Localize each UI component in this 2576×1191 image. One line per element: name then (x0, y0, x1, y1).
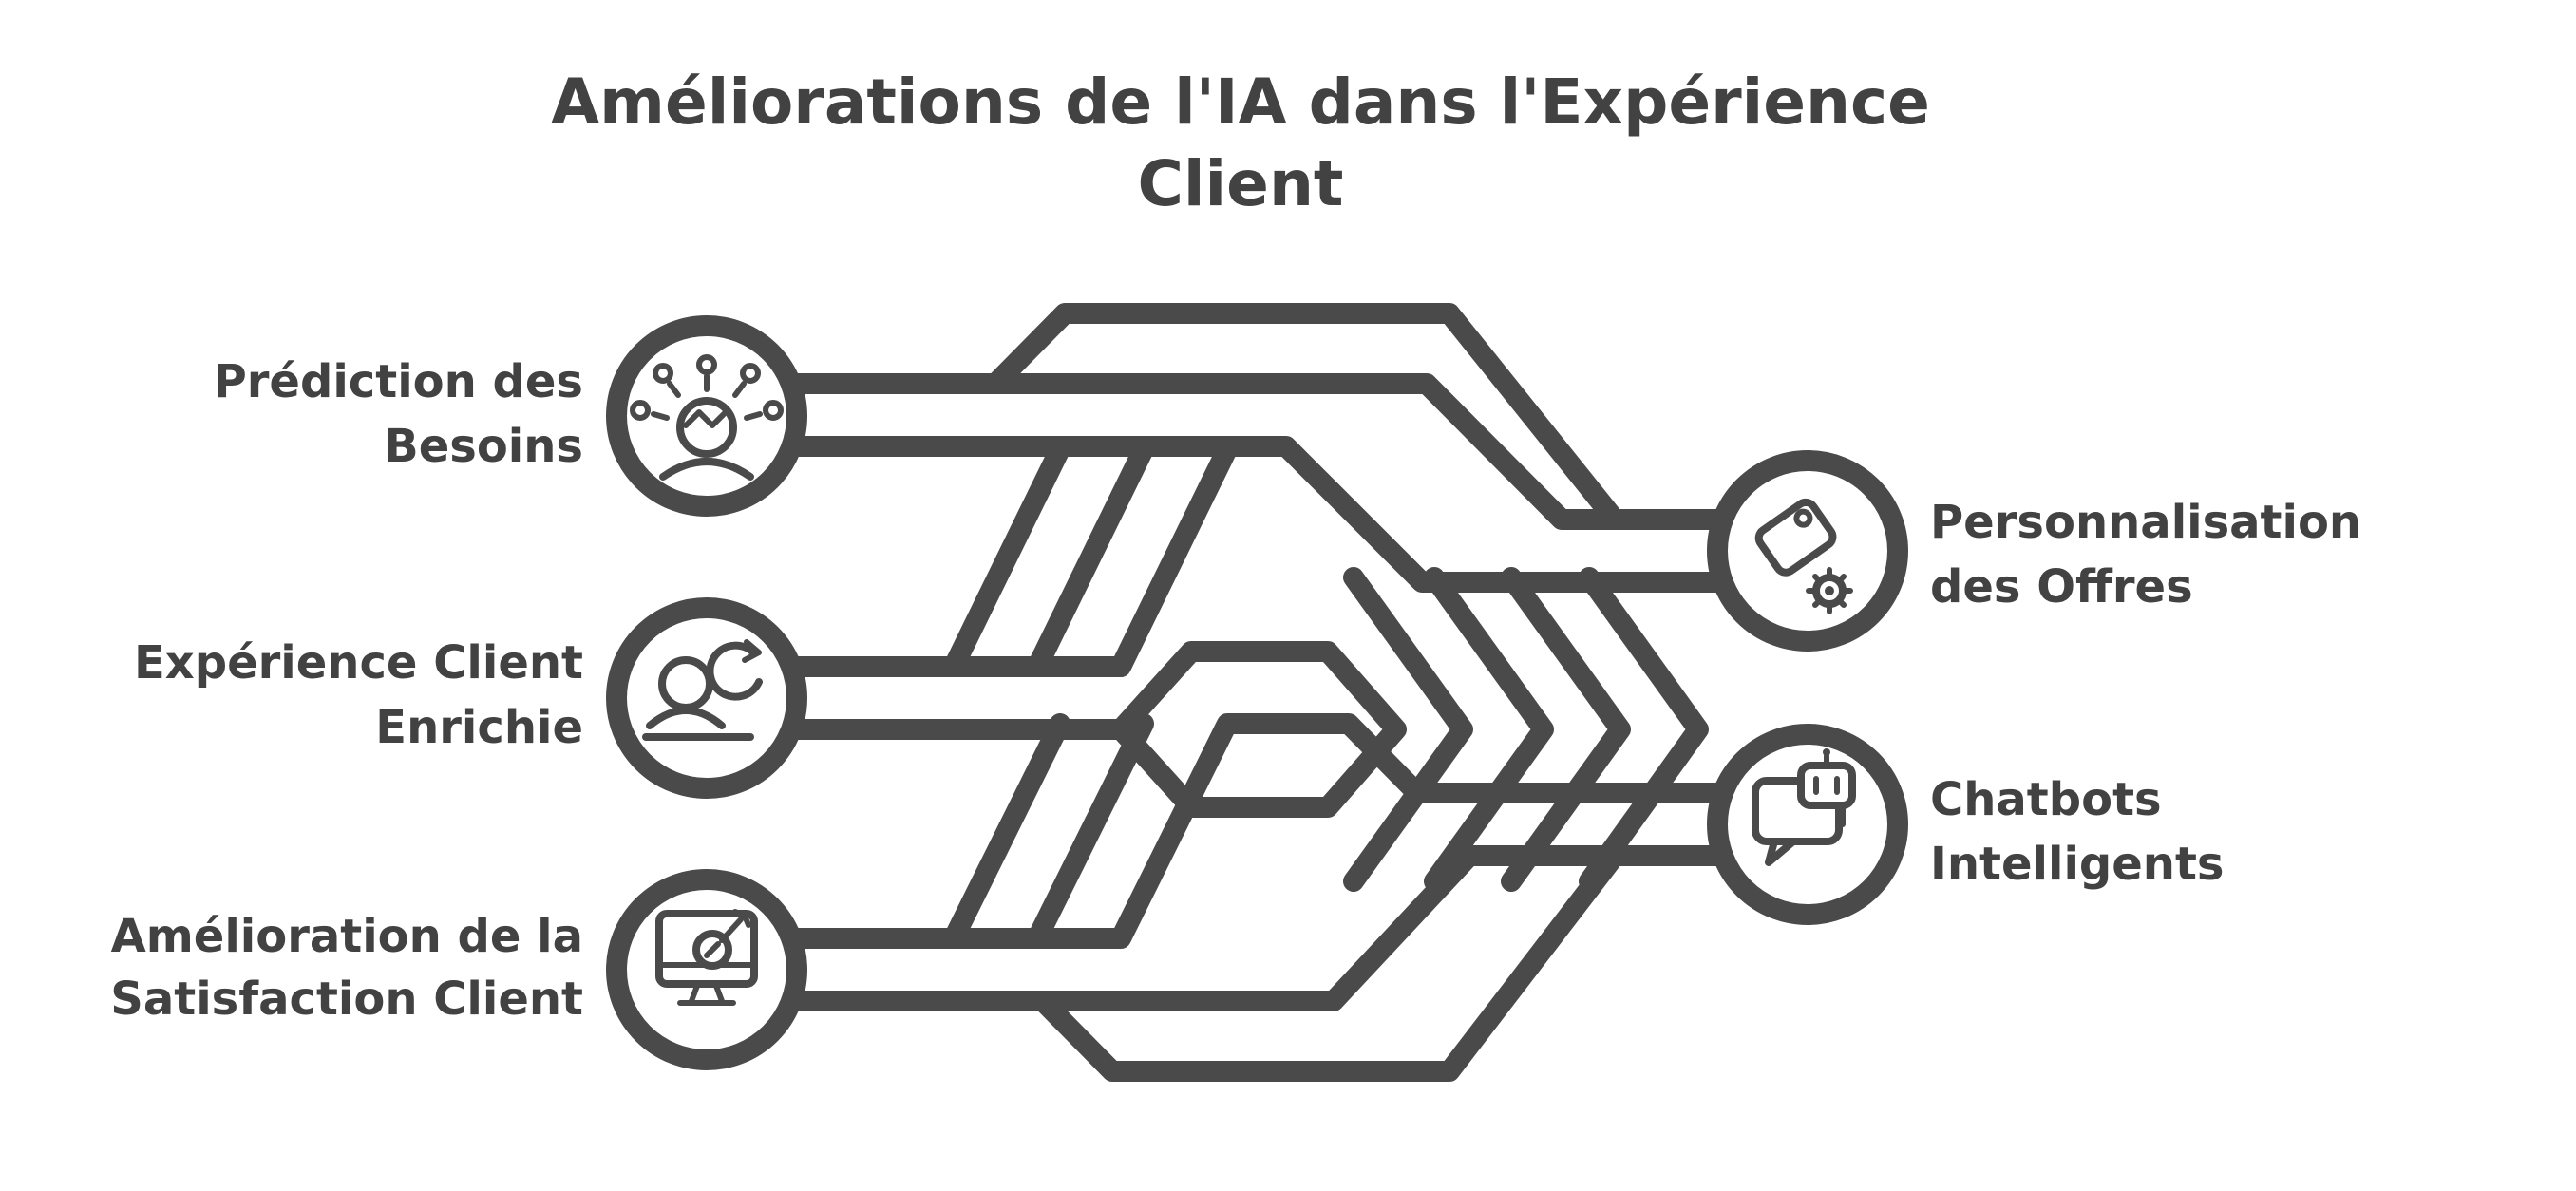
label-experience-line1: Expérience Client (134, 636, 583, 690)
chatbot-bubble-icon (1752, 748, 1856, 866)
node-circle-satisfaction (606, 869, 807, 1070)
label-satisfaction-line1: Amélioration de la (111, 910, 583, 963)
trace-l2top-rise (782, 439, 1238, 677)
label-satisfaction-line2: Satisfaction Client (110, 973, 583, 1026)
user-ideas-icon (630, 354, 784, 481)
gear-teeth (1806, 567, 1853, 614)
trace-top-hexagon-ring (985, 303, 1625, 530)
monitor-target-icon (655, 909, 758, 1006)
user-refresh-icon (642, 639, 763, 741)
chevron-4 (1579, 567, 1709, 892)
trace-lower-slant-1 (943, 713, 1070, 949)
label-chatbots-line2: Intelligents (1930, 838, 2225, 891)
trace-l1bot-r1bot (782, 436, 1730, 593)
chevron-2 (1424, 567, 1554, 892)
label-prediction-line2: Besoins (384, 420, 583, 473)
trace-l3top-r2top (782, 713, 1730, 949)
label-prediction-line1: Prédiction des (214, 355, 583, 408)
trace-lower-slant-2 (1027, 713, 1154, 949)
node-circles (606, 315, 1908, 1070)
node-circle-chatbots (1707, 724, 1908, 925)
chevron-3 (1501, 567, 1631, 892)
label-chatbots-line1: Chatbots (1930, 773, 2162, 826)
chevron-1 (1343, 567, 1473, 892)
node-labels: Prédiction des Besoins Expérience Client… (110, 355, 2361, 1026)
page-title-line2: Client (1138, 147, 1344, 220)
trace-upper-slant-2 (1027, 439, 1154, 677)
trace-upper-slant-1 (943, 439, 1070, 677)
label-experience-line2: Enrichie (375, 701, 583, 754)
circuit-traces (782, 303, 1730, 1082)
label-personnalisation-line2: des Offres (1930, 560, 2193, 614)
trace-l1top-r1top (782, 373, 1730, 530)
page-title-line1: Améliorations de l'IA dans l'Expérience (551, 66, 1930, 139)
tag-gear-icon (1754, 498, 1853, 614)
trace-l3bot-r2bot (782, 845, 1730, 1011)
trace-bottom-hexagon-ring (1032, 845, 1625, 1082)
node-circle-personnalisation (1707, 450, 1908, 652)
label-personnalisation-line1: Personnalisation (1930, 496, 2361, 549)
